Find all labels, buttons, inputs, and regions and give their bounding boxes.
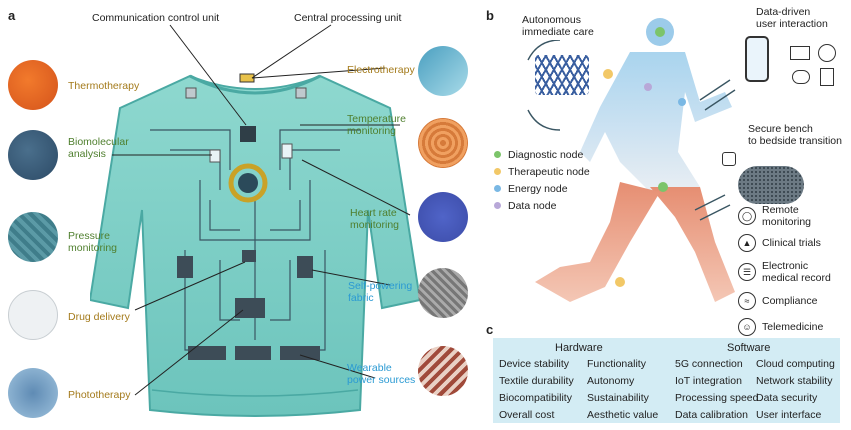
panel-a-letter: a [8,8,16,23]
sw-item: Processing speed [675,392,759,404]
pressure-image [8,212,58,262]
care-label-1: Autonomous [522,14,581,26]
label-electrotherapy: Electrotherapy [347,64,415,76]
label-biomolecular-1: Biomolecular [68,136,129,148]
hardware-col-left: Device stability Textile durability Bioc… [499,356,574,424]
label-wearable-2: power sources [347,374,416,386]
biomolecular-image [8,130,58,180]
power-sources-image [418,346,468,396]
chat-icon [792,70,810,84]
temperature-image [418,118,468,168]
smartphone-icon [745,36,769,82]
hw-item: Functionality [587,358,646,370]
hw-item: Autonomy [587,375,635,387]
legend-therapeutic: Therapeutic node [494,163,590,180]
legend-energy: Energy node [494,180,590,197]
node-legend: Diagnostic node Therapeutic node Energy … [494,146,590,214]
mail-icon [790,46,810,60]
label-heart-rate-1: Heart rate [350,207,397,219]
hw-item: Overall cost [499,409,555,421]
label-cpu: Central processing unit [294,12,402,24]
panel-c-letter: c [486,322,494,337]
cloud-icon [738,166,804,204]
sw-item: Cloud computing [756,358,835,370]
leader-lines [112,24,411,396]
software-title: Software [727,342,771,354]
hardware-col-right: Functionality Autonomy Sustainability Ae… [587,356,658,424]
interaction-label-1: Data-driven [756,6,811,18]
service-telemedicine: ☺ Telemedicine [738,314,831,340]
hardware-title: Hardware [555,342,603,354]
exchange-arrows [527,40,736,221]
software-col-left: 5G connection IoT integration Processing… [675,356,758,424]
sw-item: Data calibration [675,409,748,421]
energy-dot [494,185,501,192]
service-clinical-trials: ▲ Clinical trials [738,230,831,256]
hw-item: Device stability [499,358,570,370]
data-dot [494,202,501,209]
label-temperature-1: Temperature [347,113,406,125]
legend-diagnostic: Diagnostic node [494,146,590,163]
therapeutic-dot [494,168,501,175]
label-biomolecular-2: analysis [68,148,106,160]
sw-item: User interface [756,409,822,421]
secure-label-1: Secure bench [748,123,813,135]
people-icon: ☺ [738,318,756,336]
panel-b-letter: b [486,8,494,23]
label-pressure-2: monitoring [68,242,118,254]
label-pressure-1: Pressure [68,230,111,242]
label-phototherapy: Phototherapy [68,389,131,401]
lock-icon [722,152,736,166]
electrotherapy-image [418,46,468,96]
service-compliance: ≈ Compliance [738,288,831,314]
diagnostic-dot [494,151,501,158]
heart-rate-image [418,192,468,242]
label-communication-unit: Communication control unit [92,12,220,24]
label-drug-delivery: Drug delivery [68,311,130,323]
thermotherapy-image [8,60,58,110]
label-self-powering-2: fabric [348,292,374,304]
label-self-powering-1: Self-powering [348,280,413,292]
software-col-right: Cloud computing Network stability Data s… [756,356,835,424]
hw-item: Sustainability [587,392,649,404]
interaction-label-2: user interaction [756,18,828,30]
handshake-icon: ≈ [738,292,756,310]
label-temperature-2: monitoring [347,125,397,137]
self-powering-image [418,268,468,318]
secure-label-2: to bedside transition [748,135,842,147]
sw-item: 5G connection [675,358,743,370]
record-icon: ☰ [738,263,756,281]
label-thermotherapy: Thermotherapy [68,80,140,92]
hw-item: Aesthetic value [587,409,659,421]
globe-icon [818,44,836,62]
requirements-table: Hardware Software Device stability Texti… [493,338,840,423]
document-icon [820,68,834,86]
drug-delivery-image [8,290,58,340]
label-heart-rate-2: monitoring [350,219,400,231]
label-wearable-1: Wearable [347,362,392,374]
lattice-icon [535,55,589,95]
legend-data: Data node [494,197,590,214]
microscope-icon: ▲ [738,234,756,252]
stethoscope-icon: ◯ [738,207,756,225]
sw-item: Data security [756,392,818,404]
sw-item: Network stability [756,375,833,387]
care-label-2: immediate care [522,26,594,38]
phototherapy-image [8,368,58,418]
sw-item: IoT integration [675,375,742,387]
hw-item: Biocompatibility [499,392,572,404]
hw-item: Textile durability [499,375,574,387]
runner-figure [535,18,735,302]
smart-shirt-illustration [90,73,420,417]
